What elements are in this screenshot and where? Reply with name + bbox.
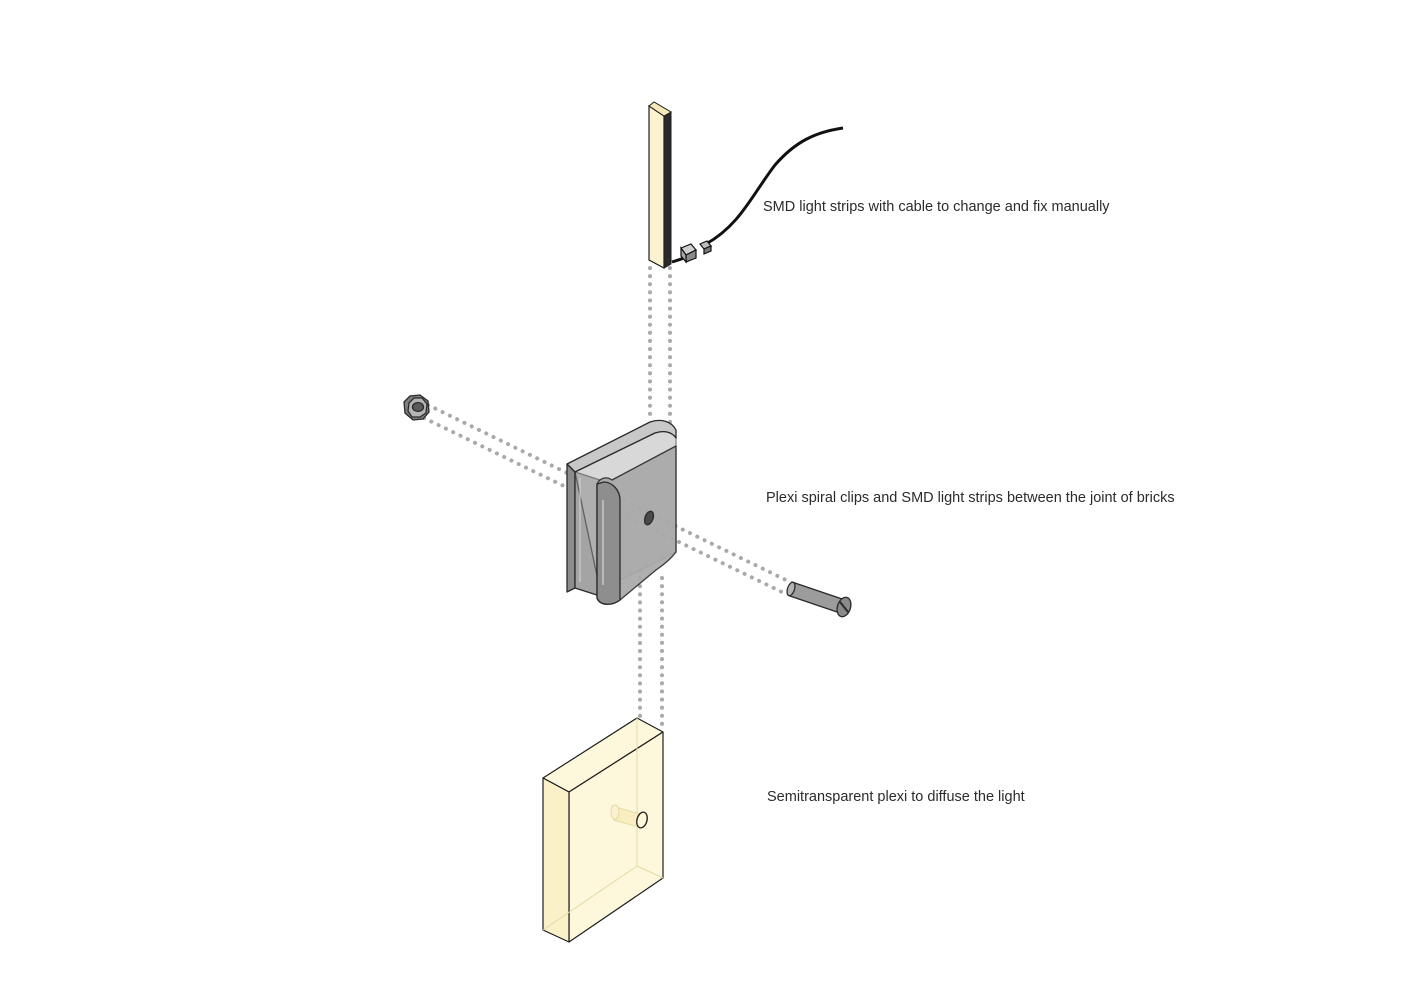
cable-icon bbox=[671, 126, 844, 264]
plexi-block-icon bbox=[542, 717, 664, 943]
clip-label: Plexi spiral clips and SMD light strips … bbox=[766, 490, 1175, 506]
bolt-icon bbox=[786, 581, 852, 618]
hex-nut-icon bbox=[403, 394, 430, 421]
plexi-clip-icon bbox=[566, 419, 677, 605]
led-strip-label: SMD light strips with cable to change an… bbox=[763, 199, 1110, 215]
block-hole-icon bbox=[636, 811, 648, 829]
connector-icon bbox=[680, 240, 712, 264]
diffuser-label: Semitransparent plexi to diffuse the lig… bbox=[767, 789, 1025, 805]
clip-hole-icon bbox=[643, 510, 655, 526]
light-strip-icon bbox=[648, 101, 672, 269]
